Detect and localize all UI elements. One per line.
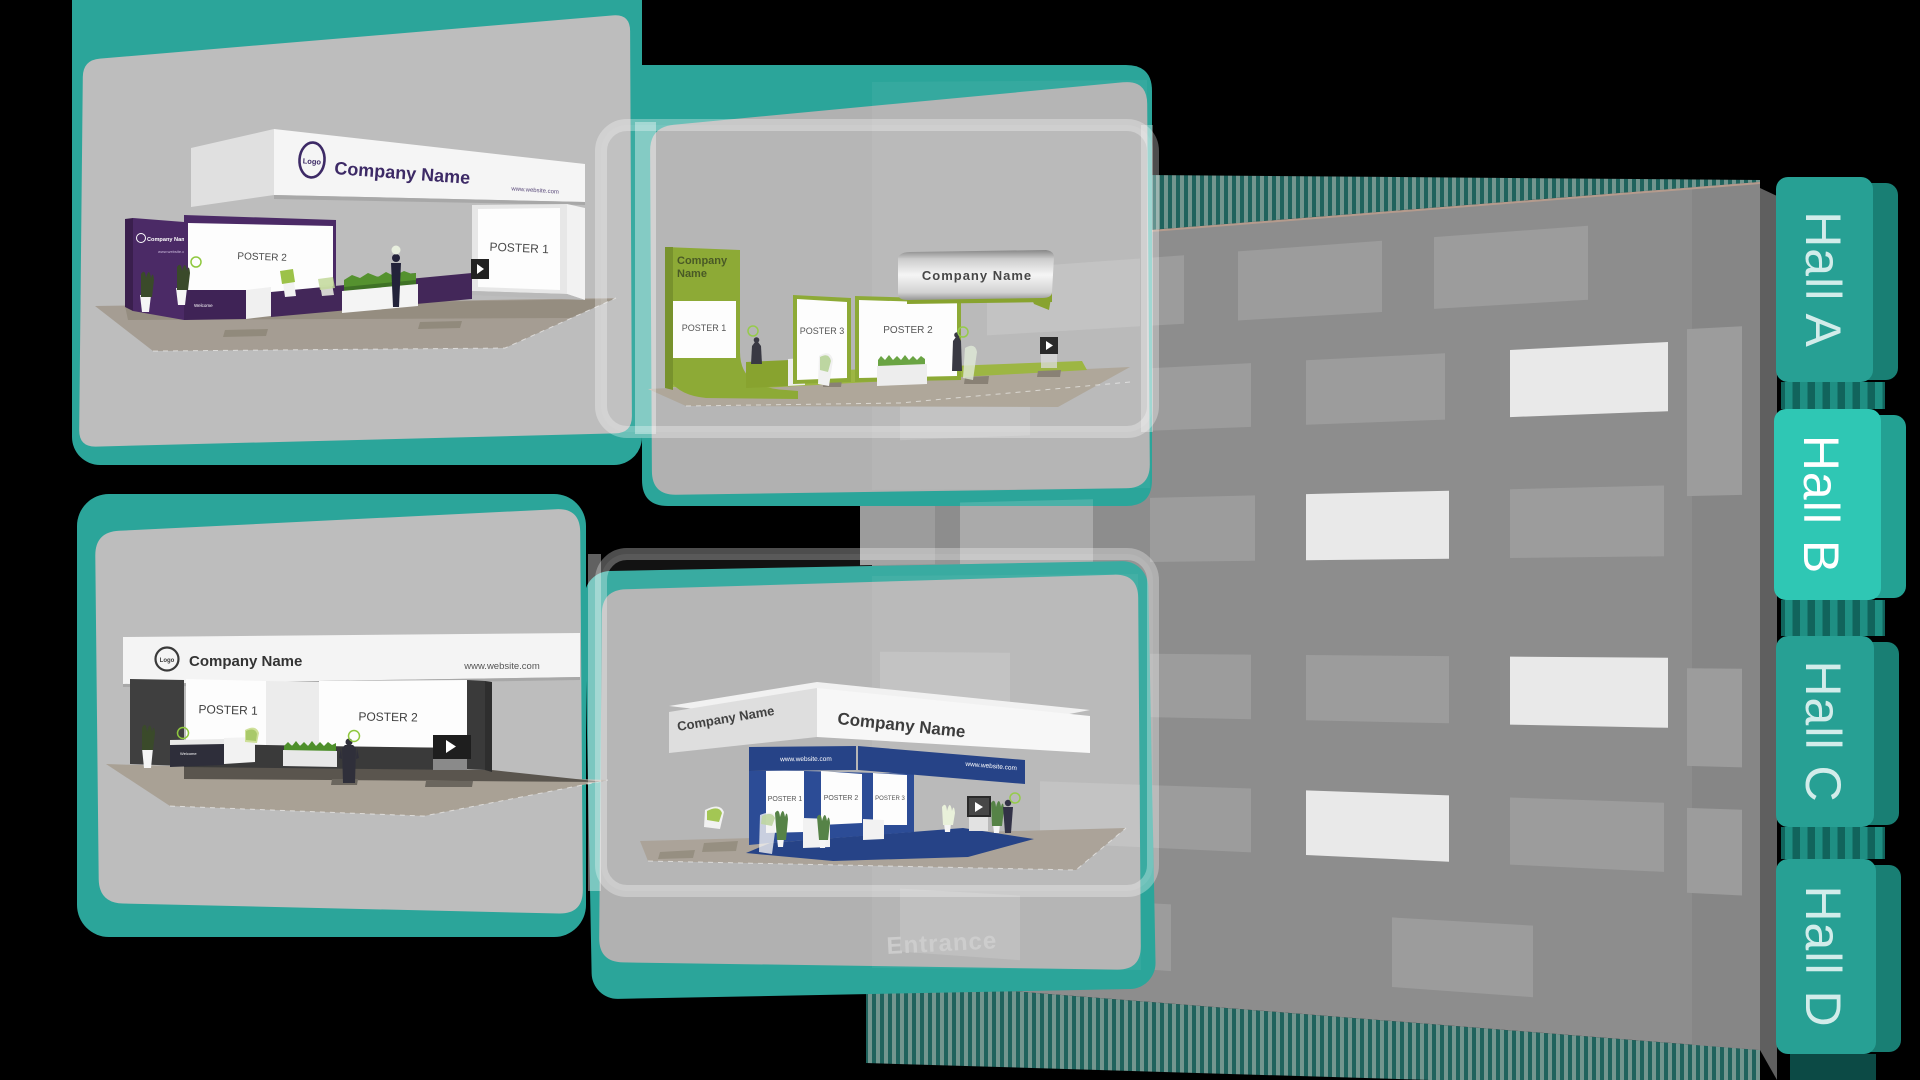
svg-text:Company Name: Company Name xyxy=(922,268,1032,283)
svg-text:Company: Company xyxy=(677,255,728,267)
svg-text:Entrance: Entrance xyxy=(886,927,998,960)
svg-text:POSTER 2: POSTER 2 xyxy=(883,325,933,336)
svg-text:POSTER 2: POSTER 2 xyxy=(358,709,418,724)
svg-text:Company Name: Company Name xyxy=(147,237,189,243)
svg-text:Company Name: Company Name xyxy=(189,653,302,670)
svg-text:www.website.com: www.website.com xyxy=(779,756,832,763)
svg-text:www.website.com: www.website.com xyxy=(158,249,190,254)
svg-text:POSTER 3: POSTER 3 xyxy=(800,326,845,336)
svg-text:Name: Name xyxy=(677,268,707,280)
svg-text:www.website.com: www.website.com xyxy=(463,661,540,672)
svg-text:POSTER 1: POSTER 1 xyxy=(198,702,258,718)
svg-text:POSTER 1: POSTER 1 xyxy=(768,796,803,803)
svg-text:Hall A: Hall A xyxy=(1795,211,1851,348)
svg-text:Welcome: Welcome xyxy=(180,751,197,756)
svg-text:Welcome: Welcome xyxy=(194,303,213,308)
svg-text:www.website.com: www.website.com xyxy=(964,761,1017,773)
svg-text:Logo: Logo xyxy=(160,658,175,664)
svg-text:www.website.com: www.website.com xyxy=(510,186,559,195)
svg-text:POSTER 1: POSTER 1 xyxy=(489,240,549,257)
svg-text:POSTER 3: POSTER 3 xyxy=(875,796,905,802)
svg-text:Hall B: Hall B xyxy=(1793,435,1849,574)
svg-text:POSTER 1: POSTER 1 xyxy=(682,323,727,333)
svg-text:POSTER 2: POSTER 2 xyxy=(237,251,287,264)
svg-text:Hall C: Hall C xyxy=(1795,660,1851,802)
svg-text:Logo: Logo xyxy=(302,156,321,166)
svg-text:POSTER 2: POSTER 2 xyxy=(824,795,859,802)
svg-text:Hall D: Hall D xyxy=(1795,885,1851,1027)
